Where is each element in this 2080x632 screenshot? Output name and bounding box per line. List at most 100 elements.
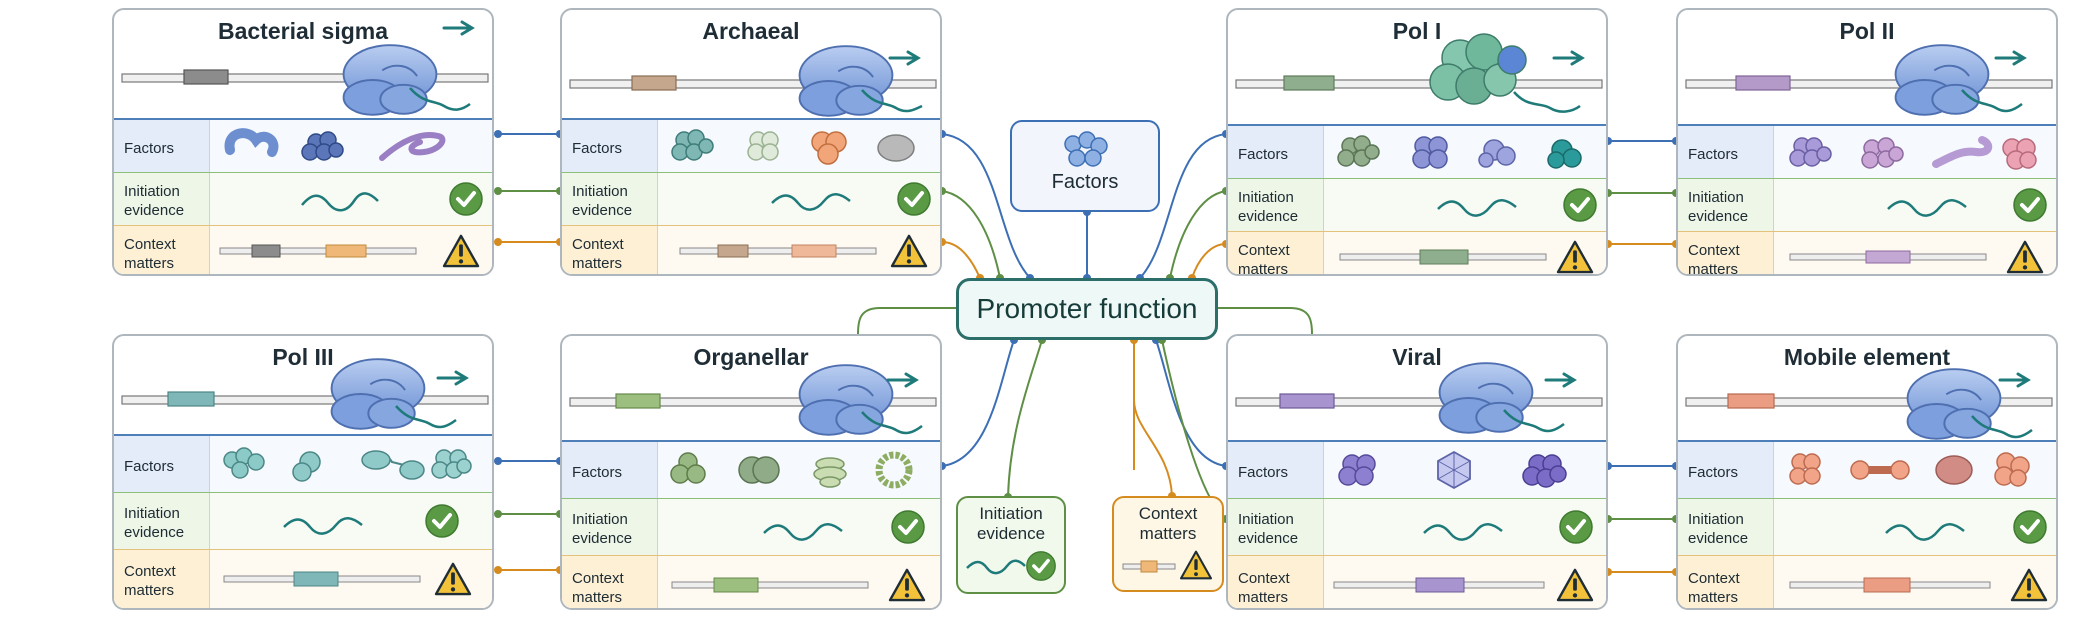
rna-wave-icon [1885,523,1965,541]
wire-factors-archaeal-center [941,133,1031,279]
initiation-hub-label: Initiation evidence [976,504,1046,543]
promoter-diagram [121,358,489,430]
rna-transcript [1971,415,2033,439]
center-node-label: Promoter function [976,293,1198,324]
factor-blob-icon [1478,139,1516,168]
factor-cluster-icon [670,452,706,484]
row-initiation: Initiation evidence [1228,178,1606,231]
row-label: Context matters [562,226,658,274]
warning-icon [1179,550,1213,580]
promoter-diagram [121,20,489,116]
factors-hub: Factors [1010,120,1160,212]
row-context: Context matters [1678,231,2056,274]
row-label: Initiation evidence [1678,179,1774,231]
rna-wave-icon [763,523,843,541]
factor-ring-icon [875,451,913,489]
check-icon [1025,550,1057,582]
row-label: Initiation evidence [562,499,658,555]
factor-strand-icon [1932,136,1993,168]
check-icon [896,181,932,217]
panel-organellar: Organellar Factors [560,334,942,610]
wire-initiation-organellar-center [1007,339,1043,498]
row-label: Factors [1678,442,1774,498]
factor-icons [670,451,913,489]
direction-arrow-icon [1994,50,2027,66]
factor-icons [1789,452,2030,487]
factor-cluster-icon [223,447,265,479]
direction-arrow-icon [1552,50,1585,66]
factor-cluster-icon [671,129,714,161]
panel-title: Mobile element [1783,344,1951,370]
direction-arrow-icon [436,370,469,386]
warning-icon [2006,240,2044,274]
factor-oval-icon [1935,455,1973,485]
rna-wave-icon [1887,199,1967,217]
context-element [1140,560,1158,573]
row-factors: Factors [114,118,492,172]
rna-transcript [1503,409,1565,433]
warning-icon [1556,240,1594,274]
context-element [1863,577,1911,593]
rna-wave-icon [771,193,851,211]
row-label: Initiation evidence [1678,499,1774,555]
row-label: Context matters [1228,556,1324,608]
row-label: Factors [1228,126,1324,178]
promoter-diagram [569,364,937,436]
direction-arrow-icon [1544,372,1577,388]
factor-cluster-icon [1412,136,1448,169]
row-factors: Factors [562,440,940,498]
row-context: Context matters [562,225,940,274]
polymerase-icon [342,44,438,116]
wire-factors-organellar-center [941,339,1015,467]
wire-initiation-archaeal-center [941,190,1001,279]
row-label: Factors [562,442,658,498]
warning-icon [434,562,472,596]
panel-pol-2: Pol II Factors [1676,8,2058,276]
row-label: Factors [562,120,658,172]
row-label: Context matters [1678,556,1774,608]
panel-pol-1: Pol I Factors [1226,8,1608,276]
factor-icons [1789,136,2037,170]
context-element [293,571,339,587]
sigma-factor-icon [224,128,279,157]
context-element [1415,577,1465,593]
row-label: Context matters [562,556,658,608]
row-label: Context matters [114,550,210,608]
rna-wave-icon [966,559,1026,575]
factor-cluster-icon [1522,454,1567,488]
direction-arrow-icon [442,20,475,36]
wire-center-pol3 [857,307,956,335]
factor-cluster-icon [1789,137,1832,167]
warning-icon [442,234,480,268]
rna-transcript [861,89,923,113]
pol1-complex-icon [1429,33,1527,105]
row-initiation: Initiation evidence [1228,498,1606,555]
panel-archaeal: Archaeal Factors [560,8,942,276]
row-initiation: Initiation evidence [1678,498,2056,555]
rna-wave-icon [1437,199,1517,217]
row-initiation: Initiation evidence [114,492,492,549]
check-icon [1558,509,1594,545]
rna-transcript [395,405,457,429]
promoter-diagram [1235,33,1603,113]
panel-title: Pol III [272,344,334,370]
factor-cluster-icon [1337,135,1380,167]
factor-icons [1338,450,1567,490]
row-factors: Factors [1228,440,1606,498]
polymerase-icon [1894,44,1990,116]
context-element [791,244,837,258]
row-context: Context matters [114,225,492,274]
rna-wave-icon [301,192,379,212]
row-factors: Factors [1678,124,2056,178]
factor-cluster-icon [1861,137,1904,169]
factor-blob-icon [292,451,321,482]
row-context: Context matters [1678,555,2056,608]
rna-transcript [861,411,923,435]
rna-transcript [409,87,471,111]
promoter-diagram [569,45,937,117]
row-label: Initiation evidence [114,173,210,225]
wire-factors-viral-center [1155,339,1227,467]
rna-wave-icon [1423,523,1503,541]
promoter-diagram [1685,368,2053,440]
row-label: Context matters [114,226,210,274]
